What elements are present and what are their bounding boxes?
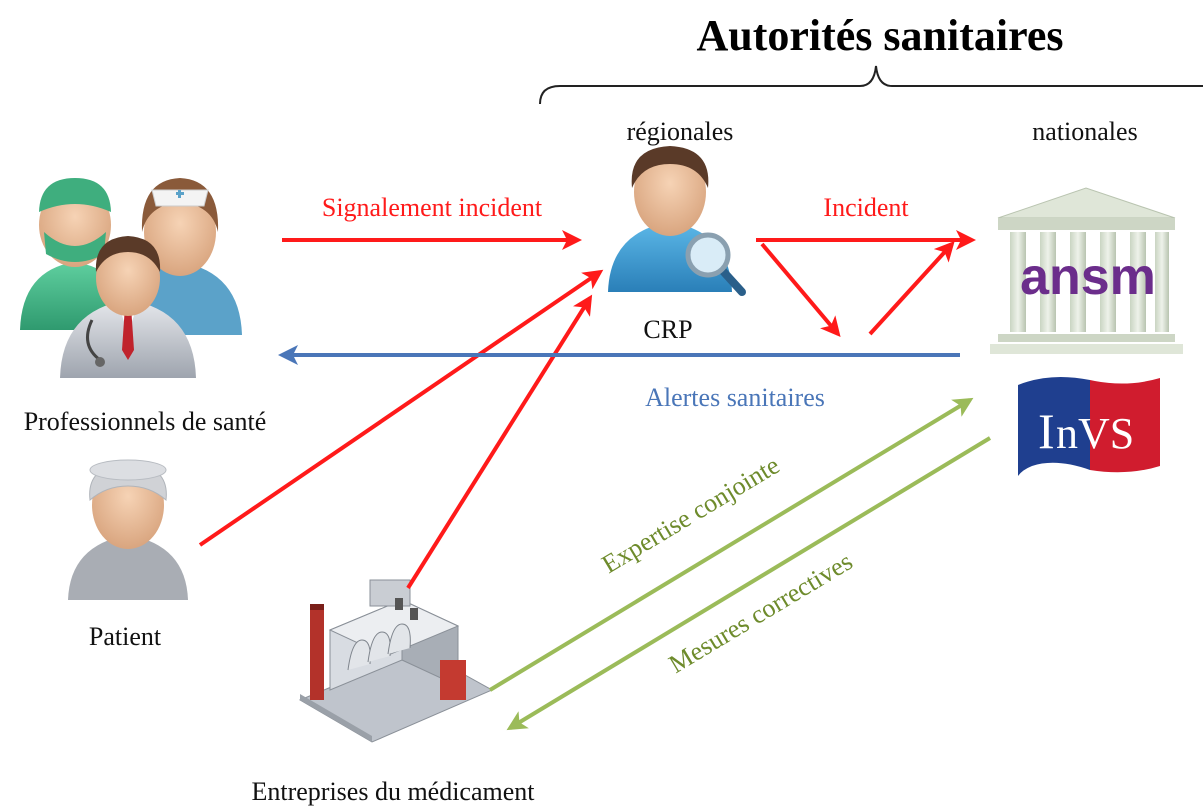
label-expertise: Expertise conjointe bbox=[597, 450, 785, 579]
label-entreprises: Entreprises du médicament bbox=[251, 777, 535, 806]
health-professionals-icon bbox=[20, 178, 242, 378]
label-incident: Incident bbox=[823, 193, 909, 222]
invs-logo: I nVS bbox=[1018, 376, 1160, 476]
invs-logo-rest: nVS bbox=[1056, 409, 1134, 458]
magnifier-icon bbox=[685, 232, 746, 296]
invs-logo-i: I bbox=[1038, 403, 1055, 459]
arrow-mesures bbox=[506, 436, 992, 731]
arrow-incident-down bbox=[760, 242, 841, 338]
arrow-expertise bbox=[488, 397, 974, 692]
label-crp: CRP bbox=[643, 315, 692, 344]
diagram-title: Autorités sanitaires bbox=[696, 11, 1063, 60]
arrow-industry-to-crp bbox=[406, 294, 593, 590]
title-brace bbox=[539, 65, 1203, 105]
arrow-incident-up bbox=[868, 241, 955, 336]
arrow-patient-to-crp bbox=[198, 269, 604, 547]
ansm-logo: ansm bbox=[1020, 248, 1156, 306]
label-professionnels: Professionnels de santé bbox=[24, 407, 267, 436]
patient-icon bbox=[68, 459, 188, 600]
label-alertes: Alertes sanitaires bbox=[645, 383, 825, 412]
label-nationales: nationales bbox=[1032, 117, 1137, 146]
factory-icon bbox=[298, 579, 494, 743]
label-signalement: Signalement incident bbox=[322, 193, 543, 222]
label-patient: Patient bbox=[89, 622, 162, 651]
label-regionales: régionales bbox=[627, 117, 734, 146]
ansm-building-icon bbox=[990, 187, 1183, 354]
